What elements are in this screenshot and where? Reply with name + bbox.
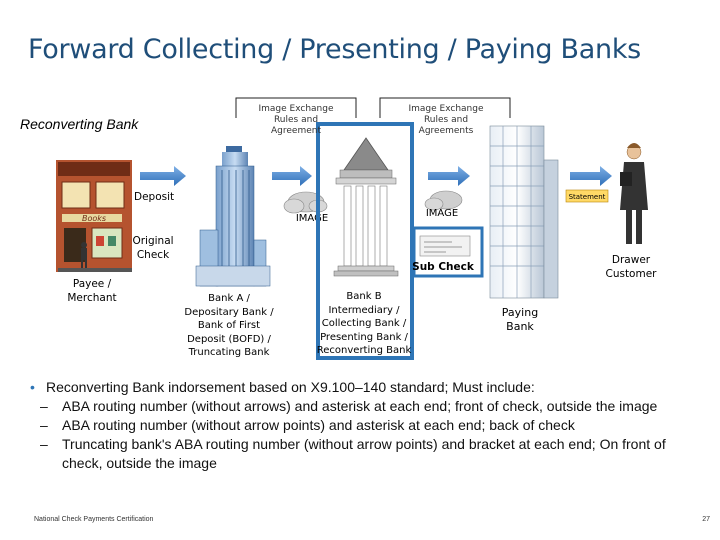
rules-label-left: Image Exchange Rules and Agreement [258,104,334,136]
bank-b-highlight-box [316,122,414,360]
bullet-main-text: Reconverting Bank indorsement based on X… [46,379,535,395]
drawer-person-icon [620,143,648,244]
indorsement-bullets: • Reconverting Bank indorsement based on… [30,378,690,473]
sub-bullet: – ABA routing number (without arrow poin… [30,416,690,435]
drawer-label: Drawer Customer [605,254,657,280]
bank-a-building-icon [195,146,271,287]
bank-b-label: Bank B Intermediary / Collecting Bank / … [316,291,412,356]
flow-arrows [140,166,612,186]
page-number: 27 [702,516,710,523]
paying-bank-building-icon [489,125,559,299]
page-title: Forward Collecting / Presenting / Paying… [28,34,641,65]
sub-check-highlight-box [412,226,484,278]
sub-bullet: – ABA routing number (without arrows) an… [30,397,690,416]
image-label-right: IMAGE [426,208,458,219]
dash-icon: – [40,398,48,414]
image-label-left: IMAGE [296,213,328,224]
image-cloud-right-icon [424,190,463,211]
bank-b-building-icon [333,137,399,277]
dash-icon: – [40,417,48,433]
payee-label: Payee / Merchant [67,278,117,304]
sub-bullet-text: Truncating bank's ABA routing number (wi… [62,436,666,471]
rules-label-right: Image Exchange Rules and Agreements [408,104,484,136]
rules-bracket-right [379,97,511,118]
rules-bracket-left [235,97,357,118]
bullet-main: • Reconverting Bank indorsement based on… [30,378,690,397]
bullet-dot-icon: • [30,379,35,395]
sub-check-icon [419,235,471,257]
check-flow-diagram: Books IMAGE [56,97,648,360]
storefront-icon [56,160,132,272]
sub-bullet: – Truncating bank's ABA routing number (… [30,435,690,473]
original-check-label: Original Check [132,235,174,261]
statement-card [565,189,609,203]
sub-bullet-text: ABA routing number (without arrows) and … [62,398,658,414]
sub-bullet-text: ABA routing number (without arrow points… [62,417,575,433]
statement-label: Statement [569,193,606,201]
store-sign: Books [82,214,106,223]
dash-icon: – [40,436,48,452]
image-cloud-icon [283,191,328,214]
deposit-label: Deposit [134,191,175,203]
payee-figure-icon [81,242,87,268]
bank-a-label: Bank A / Depositary Bank / Bank of First… [184,293,274,358]
paying-bank-label: Paying Bank [501,306,539,333]
sub-check-label: Sub Check [412,261,474,273]
footer-source: National Check Payments Certification [34,516,154,523]
diagram-subtitle: Reconverting Bank [20,116,139,132]
